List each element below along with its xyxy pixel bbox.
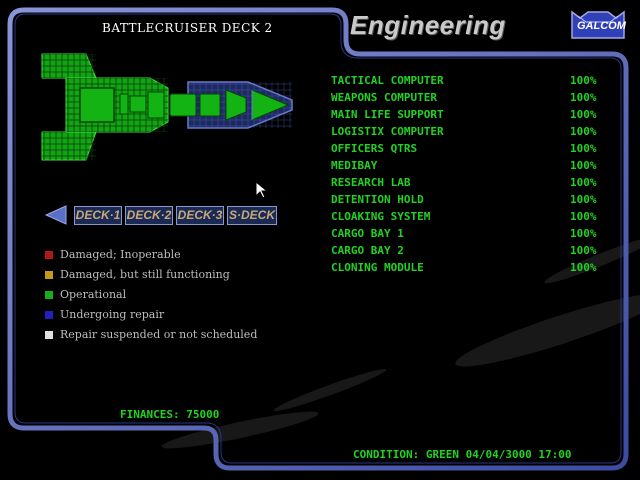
system-status: 100% (570, 125, 597, 138)
s-deck-button[interactable]: S·DECK (227, 206, 277, 225)
system-status: 100% (570, 227, 597, 240)
system-status: 100% (570, 210, 597, 223)
system-name[interactable]: DETENTION HOLD (331, 193, 424, 206)
system-status: 100% (570, 91, 597, 104)
legend-swatch (45, 311, 53, 319)
legend-swatch (45, 251, 53, 259)
system-name[interactable]: TACTICAL COMPUTER (331, 74, 444, 87)
system-name[interactable]: OFFICERS QTRS (331, 142, 418, 155)
legend-label: Operational (60, 288, 127, 301)
deck-3-button[interactable]: DECK·3 (176, 206, 224, 225)
legend-swatch (45, 291, 53, 299)
galcom-logo-text: GALCOM (577, 20, 626, 32)
system-name[interactable]: CARGO BAY 1 (331, 227, 404, 240)
system-status: 100% (570, 108, 597, 121)
system-name[interactable]: LOGISTIX COMPUTER (331, 125, 444, 138)
system-status: 100% (570, 159, 597, 172)
system-name[interactable]: RESEARCH LAB (331, 176, 411, 189)
system-name[interactable]: CARGO BAY 2 (331, 244, 404, 257)
legend-label: Repair suspended or not scheduled (60, 328, 258, 341)
legend-swatch (45, 271, 53, 279)
legend-label: Damaged; Inoperable (60, 248, 181, 261)
system-status: 100% (570, 142, 597, 155)
legend-swatch (45, 331, 53, 339)
system-name[interactable]: CLOAKING SYSTEM (331, 210, 431, 223)
system-status: 100% (570, 261, 597, 274)
legend-label: Undergoing repair (60, 308, 165, 321)
condition-readout: CONDITION: GREEN 04/04/3000 17:00 (353, 448, 572, 461)
system-status: 100% (570, 244, 597, 257)
system-name[interactable]: MAIN LIFE SUPPORT (331, 108, 444, 121)
finances-readout: FINANCES: 75000 (120, 408, 220, 421)
deck-1-button[interactable]: DECK·1 (74, 206, 122, 225)
ship-schematic (41, 53, 293, 161)
system-name[interactable]: WEAPONS COMPUTER (331, 91, 437, 104)
system-name[interactable]: MEDIBAY (331, 159, 378, 172)
legend-label: Damaged, but still functioning (60, 268, 230, 281)
system-status: 100% (570, 176, 597, 189)
galcom-logo-icon (571, 10, 625, 39)
system-status: 100% (570, 74, 597, 87)
deck-title: BATTLECRUISER DECK 2 (102, 21, 273, 35)
mouse-cursor-icon (255, 181, 269, 199)
deck-2-button[interactable]: DECK·2 (125, 206, 173, 225)
system-status: 100% (570, 193, 597, 206)
triangle-left-icon[interactable] (44, 204, 68, 226)
section-title: Engineering (350, 10, 506, 40)
system-name[interactable]: CLONING MODULE (331, 261, 424, 274)
